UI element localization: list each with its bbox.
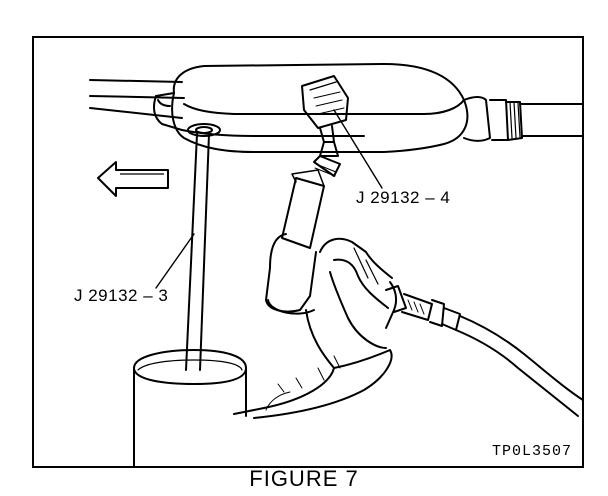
- callout-tool-3: J 29132 – 3: [74, 286, 169, 305]
- drain-container: [133, 349, 247, 466]
- arrow-left-icon: [97, 161, 169, 197]
- converter-body: [153, 63, 469, 153]
- line-drawing: [89, 63, 582, 466]
- leader-tool-4: [333, 109, 383, 189]
- air-drill: [265, 169, 325, 315]
- hand-sleeve: [233, 237, 398, 419]
- figure-frame: J 29132 – 4 J 29132 – 3 TP0L3507: [32, 36, 584, 468]
- air-hose: [385, 285, 582, 417]
- figure-code: TP0L3507: [491, 443, 572, 460]
- tool-drill-adapter: [301, 75, 349, 177]
- figure-caption: FIGURE 7: [249, 466, 359, 491]
- leader-tool-3: [155, 233, 195, 289]
- outlet-pipe-right: [463, 96, 582, 142]
- tool-rod: [185, 123, 221, 371]
- callout-tool-4: J 29132 – 4: [356, 188, 451, 207]
- exhaust-pipe-left: [89, 79, 185, 119]
